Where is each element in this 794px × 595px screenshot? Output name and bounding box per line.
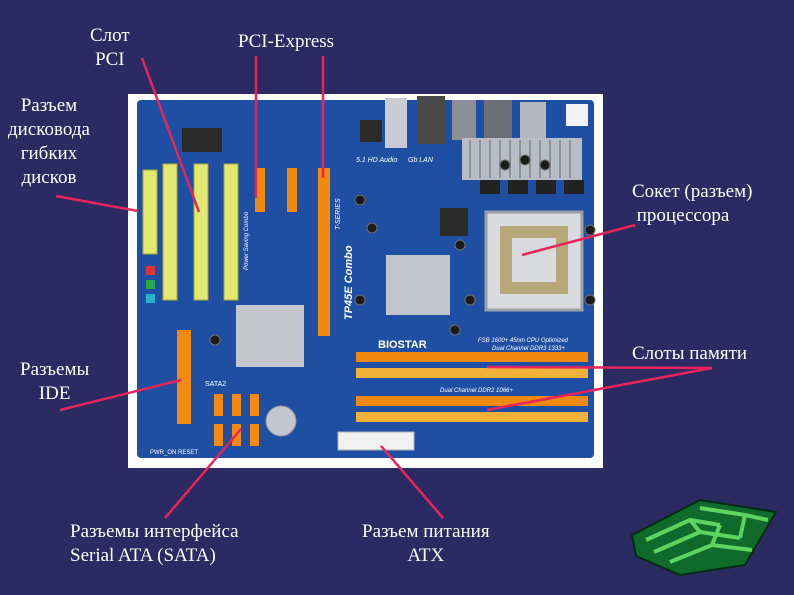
- sata-port: [214, 394, 223, 416]
- atx12v-connector: [566, 104, 588, 126]
- board-details: [143, 96, 595, 450]
- sata-port: [250, 394, 259, 416]
- board-power-reset: PWR_ON RESET: [150, 450, 198, 456]
- pcie-x1-slot: [287, 168, 297, 212]
- northbridge-heatsink: [386, 255, 450, 315]
- cmos-battery: [266, 406, 296, 436]
- io-port-block: [520, 102, 546, 138]
- label-ide: Разъемы IDE: [20, 358, 89, 406]
- board-series: T-SERIES: [335, 198, 342, 230]
- pci-slot-3: [224, 164, 238, 300]
- led-header: [146, 266, 155, 275]
- choke: [536, 180, 556, 194]
- maze-logo: [632, 500, 776, 575]
- ide-connector: [177, 330, 191, 424]
- sata-port: [232, 394, 241, 416]
- io-port-block: [385, 98, 407, 148]
- board-sata2: SATA2: [205, 381, 226, 388]
- chip: [360, 120, 382, 142]
- cpu-socket-center: [512, 238, 556, 282]
- io-port-block: [484, 100, 512, 140]
- sata-port: [214, 424, 223, 446]
- board-tech: Power Saving Combo: [244, 211, 250, 270]
- pci-slot-2: [194, 164, 208, 300]
- label-memory: Слоты памяти: [632, 342, 747, 366]
- memory-slot-ddr3: [356, 368, 588, 378]
- board-lan: Gb LAN: [408, 157, 434, 164]
- pci-slot-1: [163, 164, 177, 300]
- label-atx: Разъем питания ATX: [362, 520, 490, 568]
- board-ddr3: Dual Channel DDR3 1333+: [492, 346, 565, 352]
- memory-slot-ddr2: [356, 412, 588, 422]
- board-model: TP45E Combo: [343, 245, 355, 320]
- choke: [564, 180, 584, 194]
- label-cpu-socket: Сокет (разъем) процессора: [632, 180, 752, 228]
- choke: [508, 180, 528, 194]
- chip: [182, 128, 222, 152]
- board-ddr2: Dual Channel DDR2 1066+: [440, 388, 513, 394]
- pointer-atx: [381, 446, 443, 518]
- choke: [480, 180, 500, 194]
- sata-port: [250, 424, 259, 446]
- atx-power-connector: [338, 432, 414, 450]
- board-audio: 5.1 HD Audio: [356, 157, 397, 164]
- label-floppy: Разъем дисковода гибких дисков: [8, 94, 90, 190]
- floppy-connector: [143, 170, 157, 254]
- board-fsb: FSB 1600+ 45nm CPU Optimized: [478, 338, 569, 344]
- pointer-sata: [165, 429, 241, 518]
- board-brand: BIOSTAR: [378, 339, 427, 351]
- memory-slot-ddr3: [356, 352, 588, 362]
- chip: [440, 208, 468, 236]
- io-port-block: [417, 96, 445, 144]
- pcie-x16-slot: [318, 168, 330, 336]
- label-sata: Разъемы интерфейса Serial ATA (SATA): [70, 520, 239, 568]
- pointer-memory-1: [487, 367, 712, 368]
- led-header: [146, 280, 155, 289]
- io-port-block: [452, 100, 476, 140]
- pointer-floppy: [56, 196, 138, 211]
- label-pci-express: PCI-Express: [238, 30, 334, 54]
- label-pci: Слот PCI: [90, 24, 130, 72]
- led-header: [146, 294, 155, 303]
- southbridge-heatsink: [236, 305, 304, 367]
